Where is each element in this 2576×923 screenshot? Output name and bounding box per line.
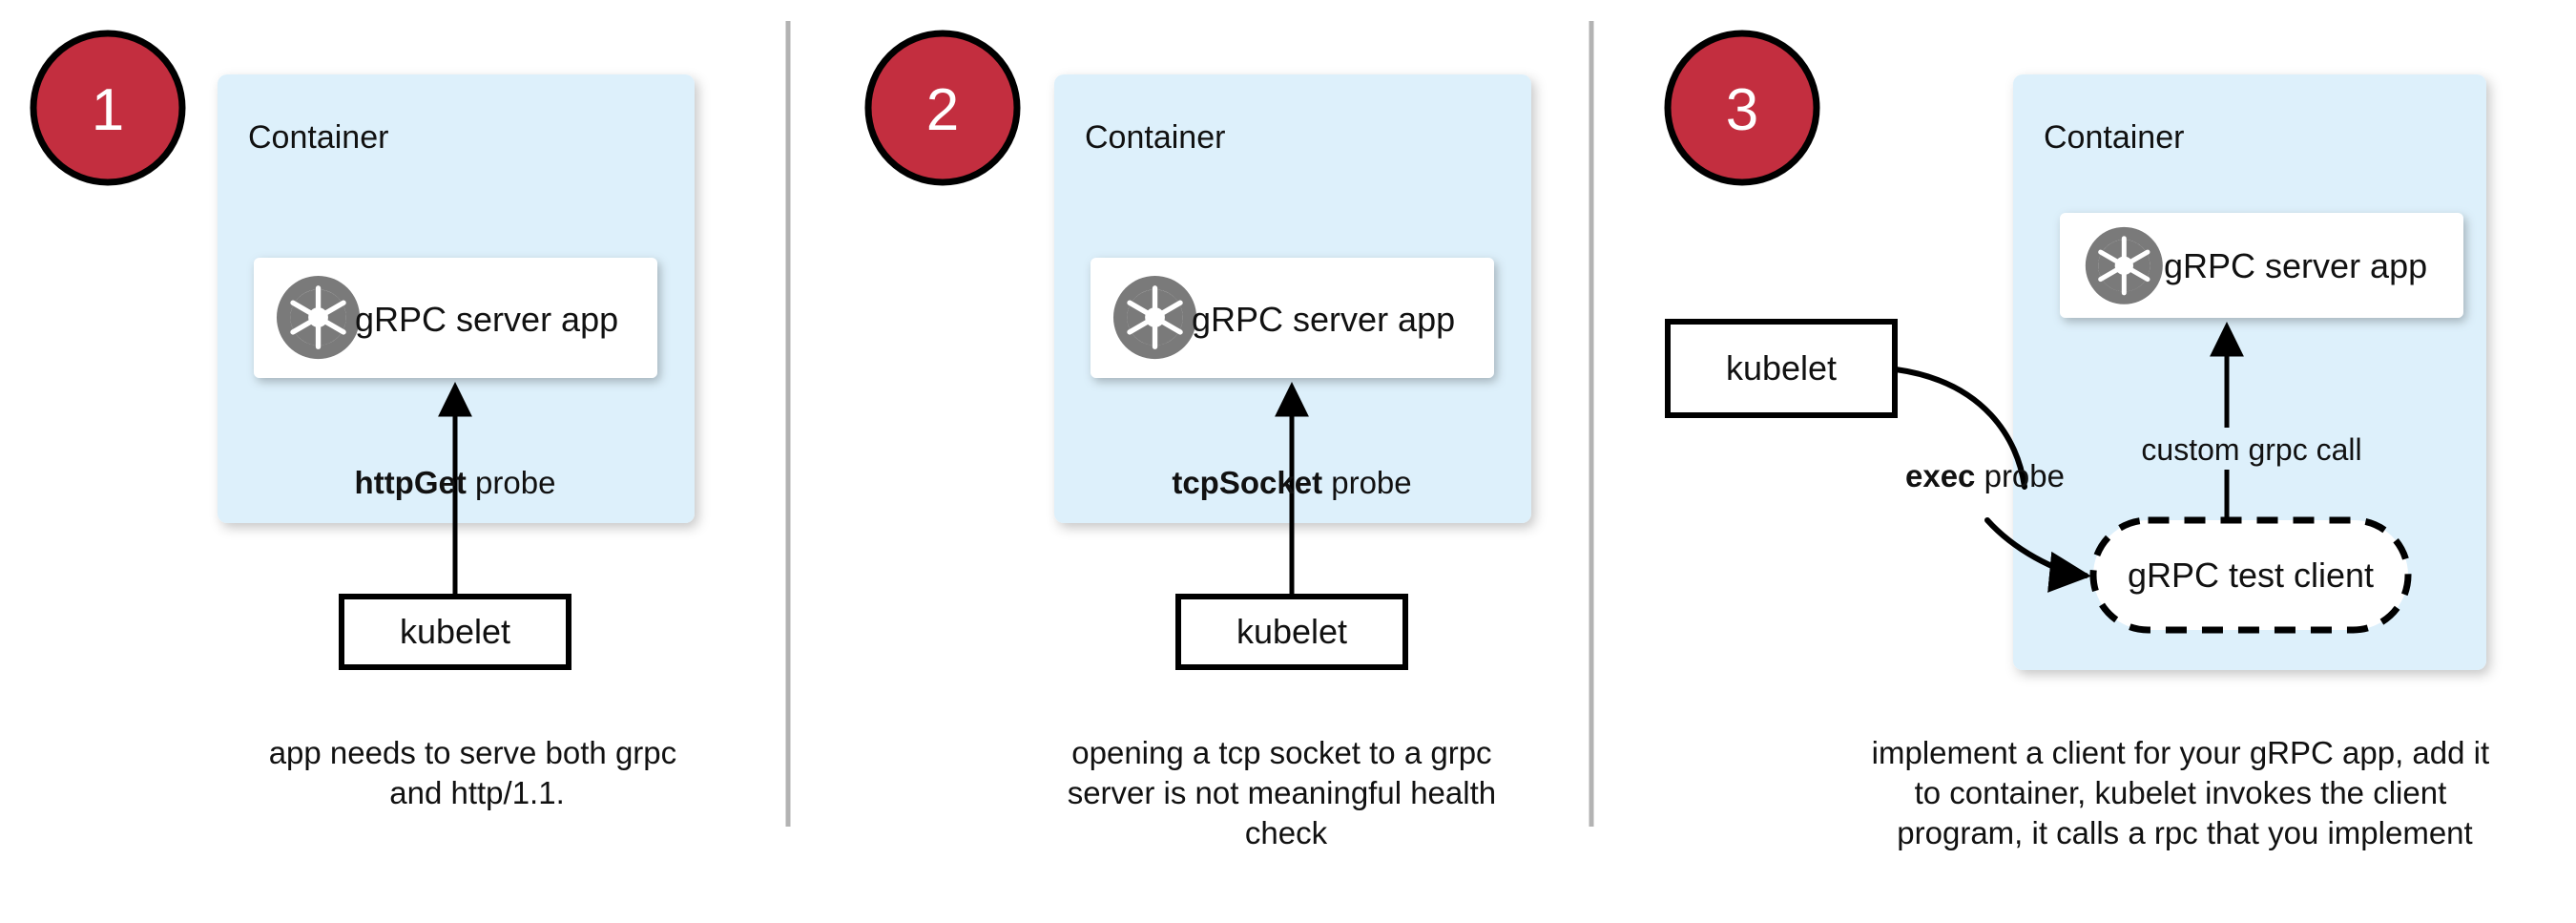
panel-3-probe-suffix: probe <box>1975 458 2065 493</box>
panel-2-probe-kind: tcpSocket <box>1172 465 1322 500</box>
panel-3-app-node[interactable] <box>2060 213 2463 318</box>
panel-2-step-number: 2 <box>926 77 959 143</box>
panel-3-step-number: 3 <box>1726 77 1758 143</box>
panel-3-app-node-label: gRPC server app <box>2164 246 2427 285</box>
panel-2-caption-line: server is not meaningful health <box>1068 775 1496 810</box>
panel-1-probe-suffix: probe <box>467 465 556 500</box>
panel-1-caption-line: and http/1.1. <box>389 775 564 810</box>
panel-3-container-label: Container <box>2044 119 2184 156</box>
panel-3-probe-label: exec probe <box>1905 458 2065 493</box>
panel-1-step-number: 1 <box>92 77 124 143</box>
panel-2-step-badge: 2 <box>864 30 1021 186</box>
panel-1-kubelet-box[interactable] <box>339 594 571 670</box>
panel-3-custom-call-label: custom grpc call <box>2141 432 2361 467</box>
panel-2-caption-line: check <box>1245 815 1328 850</box>
panel-2-probe-suffix: probe <box>1322 465 1412 500</box>
panel-1-container-label: Container <box>248 119 388 156</box>
panel-1: Container gRPC server app httpGet probe … <box>218 74 695 810</box>
panel-3-test-client-label: gRPC test client <box>2128 556 2374 595</box>
panel-1-probe-label: httpGet probe <box>355 465 556 500</box>
panel-1-kubelet-label: kubelet <box>400 612 510 651</box>
panel-1-app-node-label: gRPC server app <box>355 300 618 339</box>
panel-2-app-node[interactable] <box>1091 258 1494 378</box>
panel-1-caption-line: app needs to serve both grpc <box>269 735 676 770</box>
panel-3-probe-kind: exec <box>1905 458 1975 493</box>
panel-2-kubelet-label: kubelet <box>1236 612 1347 651</box>
panel-3-kubelet-label: kubelet <box>1726 348 1837 388</box>
panel-3-caption: implement a client for your gRPC app, ad… <box>1872 735 2499 850</box>
panel-2: Container gRPC server app tcpSocket prob… <box>1054 74 1531 850</box>
panel-3-test-client-node[interactable] <box>2089 516 2412 634</box>
panel-2-container-label: Container <box>1085 119 1225 156</box>
panel-3-caption-line: program, it calls a rpc that you impleme… <box>1897 815 2472 850</box>
panel-1-step-badge: 1 <box>30 30 186 186</box>
panel-3-exec-probe-arrow-tail <box>1984 517 2091 593</box>
panel-2-probe-label: tcpSocket probe <box>1172 465 1411 500</box>
panel-3-step-badge: 3 <box>1664 30 1820 186</box>
grpc-aperture-icon <box>1113 276 1196 359</box>
panel-3-caption-line: to container, kubelet invokes the client <box>1915 775 2447 810</box>
panel-2-caption-line: opening a tcp socket to a grpc <box>1071 735 1491 770</box>
panel-1-caption: app needs to serve both grpc and http/1.… <box>269 735 686 810</box>
panel-1-probe-kind: httpGet <box>355 465 467 500</box>
panel-2-app-node-label: gRPC server app <box>1192 300 1455 339</box>
panel-3-call-label-bg <box>2118 428 2385 470</box>
panel-3-exec-probe-arrow <box>1893 367 2027 490</box>
grpc-aperture-icon <box>2086 227 2163 304</box>
panel-1-app-node[interactable] <box>254 258 657 378</box>
panel-2-caption: opening a tcp socket to a grpc server is… <box>1068 735 1506 850</box>
grpc-aperture-icon <box>277 276 360 359</box>
panel-3-caption-line: implement a client for your gRPC app, ad… <box>1872 735 2489 770</box>
panel-2-kubelet-box[interactable] <box>1175 594 1408 670</box>
panel-3: Container gRPC server app custom grpc ca… <box>1665 74 2499 850</box>
